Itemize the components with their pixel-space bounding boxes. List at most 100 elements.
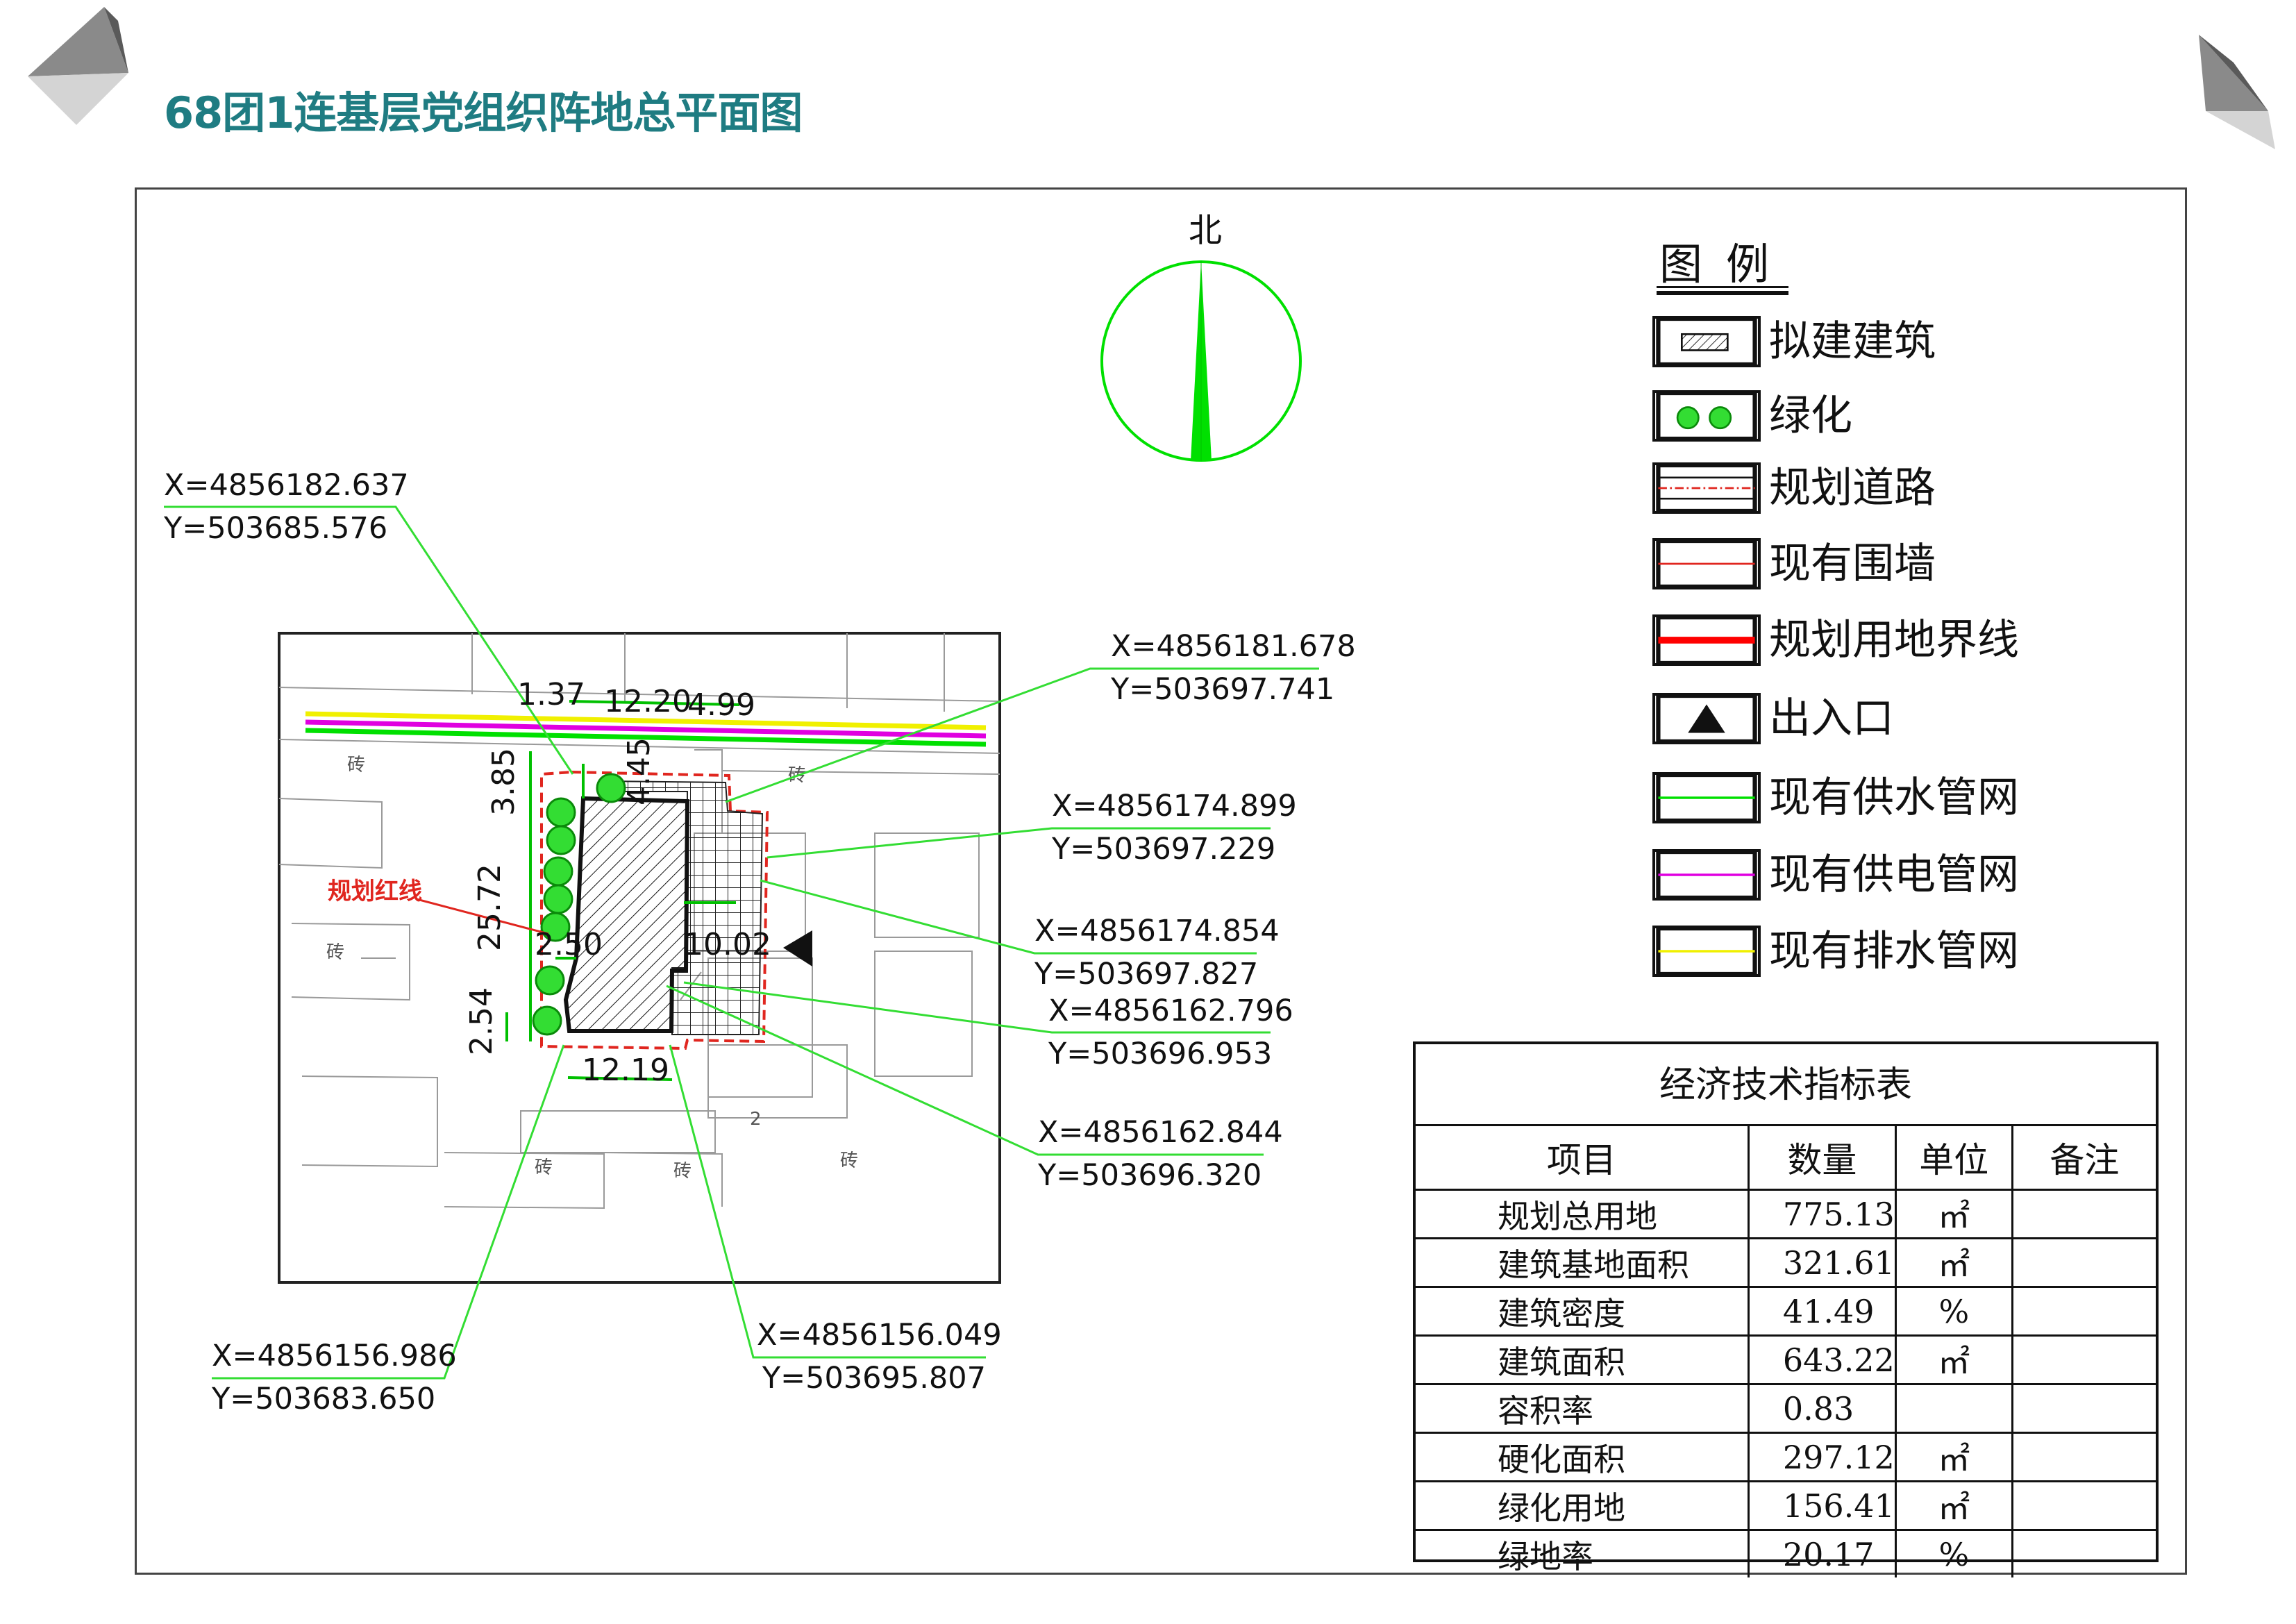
table-cell-qty: 20.17	[1747, 1529, 1897, 1577]
table-cell-qty: 297.12	[1747, 1432, 1897, 1482]
legend-item-existing-wall: 现有围墙	[1652, 538, 2069, 594]
table-cell-item: 建筑基地面积	[1416, 1237, 1750, 1288]
dimension-label: 1.37	[517, 677, 585, 712]
table-row: 建筑面积 643.22 ㎡	[1416, 1334, 2156, 1385]
table-cell-qty: 643.22	[1747, 1334, 1897, 1385]
redline-label: 规划红线	[328, 878, 422, 905]
existing-wall-icon	[1652, 538, 1761, 589]
site-plan-drawing: 砖 砖 砖 砖 砖 砖 2	[278, 632, 1001, 1284]
greenery-icon	[1652, 390, 1761, 442]
legend: 图例 拟建建筑 绿化 规划道路	[1652, 229, 2069, 1007]
legend-label: 现有排水管网	[1769, 927, 2019, 976]
table-row: 绿化用地 156.41 ㎡	[1416, 1480, 2156, 1531]
table-cell-unit: ㎡	[1894, 1189, 2013, 1239]
legend-label: 现有围墙	[1769, 539, 1936, 588]
corner-decoration-right	[2199, 35, 2275, 149]
dimension-label: 4.45	[621, 737, 657, 805]
hatched-building-icon	[1652, 316, 1761, 367]
table-cell-note	[2011, 1189, 2156, 1239]
entrance-icon	[1652, 693, 1761, 744]
redline-leader	[417, 898, 549, 935]
drawing-frame	[135, 187, 2187, 1575]
dimension-label: 2.50	[535, 927, 603, 962]
table-cell-note	[2011, 1237, 2156, 1288]
legend-item-greenery: 绿化	[1652, 390, 2069, 446]
table-cell-item: 绿化用地	[1416, 1480, 1750, 1531]
table-cell-qty: 321.61	[1747, 1237, 1897, 1288]
table-cell-unit	[1894, 1383, 2013, 1434]
building-number-label: 2	[750, 1109, 762, 1130]
table-cell-note	[2011, 1286, 2156, 1337]
page-title: 68团1连基层党组织阵地总平面图	[164, 87, 803, 138]
table-cell-unit: ㎡	[1894, 1480, 2013, 1531]
dimension-label: 4.99	[687, 687, 755, 723]
econ-indicator-table: 经济技术指标表 项目 数量 单位 备注 规划总用地 775.13 ㎡ 建	[1413, 1041, 2159, 1577]
table-cell-item: 建筑密度	[1416, 1286, 1750, 1337]
table-row: 规划总用地 775.13 ㎡	[1416, 1189, 2156, 1239]
legend-title-underline	[1657, 286, 1788, 288]
brick-label: 砖	[326, 942, 344, 963]
table-row: 建筑基地面积 321.61 ㎡	[1416, 1237, 2156, 1288]
legend-item-proposed-building: 拟建建筑	[1652, 316, 2069, 371]
dimension-label: 25.72	[472, 864, 508, 951]
legend-label: 现有供水管网	[1769, 773, 2019, 822]
column-header: 备注	[2011, 1126, 2156, 1191]
legend-item-entrance: 出入口	[1652, 693, 2069, 748]
table-cell-note	[2011, 1529, 2156, 1577]
legend-item-water-supply: 现有供水管网	[1652, 772, 2069, 828]
dimension-label: 12.19	[582, 1053, 669, 1088]
table-row: 绿地率 20.17 %	[1416, 1529, 2156, 1577]
legend-label: 绿化	[1769, 392, 1852, 440]
column-header: 单位	[1894, 1126, 2013, 1191]
table-cell-qty: 41.49	[1747, 1286, 1897, 1337]
brick-label: 砖	[673, 1161, 692, 1182]
dimension-label: 2.54	[464, 987, 499, 1055]
table-cell-item: 硬化面积	[1416, 1432, 1750, 1482]
table-cell-note	[2011, 1334, 2156, 1385]
table-cell-unit: ㎡	[1894, 1334, 2013, 1385]
table-cell-item: 绿地率	[1416, 1529, 1750, 1577]
table-header-row: 项目 数量 单位 备注	[1416, 1126, 2156, 1191]
dimension-label: 3.85	[486, 748, 521, 816]
power-supply-line-icon	[1652, 849, 1761, 901]
table-cell-unit: %	[1894, 1286, 2013, 1337]
water-supply-line-icon	[1652, 772, 1761, 823]
legend-item-planned-road: 规划道路	[1652, 462, 2069, 518]
brick-label: 砖	[347, 755, 365, 776]
column-header: 项目	[1416, 1126, 1750, 1191]
dimension-label: 10.02	[684, 927, 771, 962]
corner-decoration-left	[28, 7, 128, 125]
table-row: 建筑密度 41.49 %	[1416, 1286, 2156, 1337]
legend-item-power-supply: 现有供电管网	[1652, 849, 2069, 905]
legend-label: 现有供电管网	[1769, 851, 2019, 899]
table-cell-item: 规划总用地	[1416, 1189, 1750, 1239]
table-row: 容积率 0.83	[1416, 1383, 2156, 1434]
north-label: 北	[1189, 211, 1223, 250]
planned-road-icon	[1652, 462, 1761, 514]
legend-title: 图例	[1659, 239, 1793, 290]
table-cell-unit: ㎡	[1894, 1432, 2013, 1482]
table-cell-unit: %	[1894, 1529, 2013, 1577]
table-cell-qty: 0.83	[1747, 1383, 1897, 1434]
column-header: 数量	[1747, 1126, 1897, 1191]
legend-item-land-boundary: 规划用地界线	[1652, 614, 2069, 670]
table-cell-unit: ㎡	[1894, 1237, 2013, 1288]
table-cell-note	[2011, 1480, 2156, 1531]
legend-item-drainage: 现有排水管网	[1652, 926, 2069, 981]
table-cell-item: 建筑面积	[1416, 1334, 1750, 1385]
table-cell-qty: 156.41	[1747, 1480, 1897, 1531]
table-cell-item: 容积率	[1416, 1383, 1750, 1434]
legend-label: 规划用地界线	[1769, 616, 2019, 664]
econ-table-grid: 项目 数量 单位 备注 规划总用地 775.13 ㎡ 建筑基地面积 321.61…	[1416, 1126, 2156, 1577]
drainage-line-icon	[1652, 926, 1761, 977]
table-cell-note	[2011, 1383, 2156, 1434]
legend-label: 拟建建筑	[1769, 317, 1936, 366]
